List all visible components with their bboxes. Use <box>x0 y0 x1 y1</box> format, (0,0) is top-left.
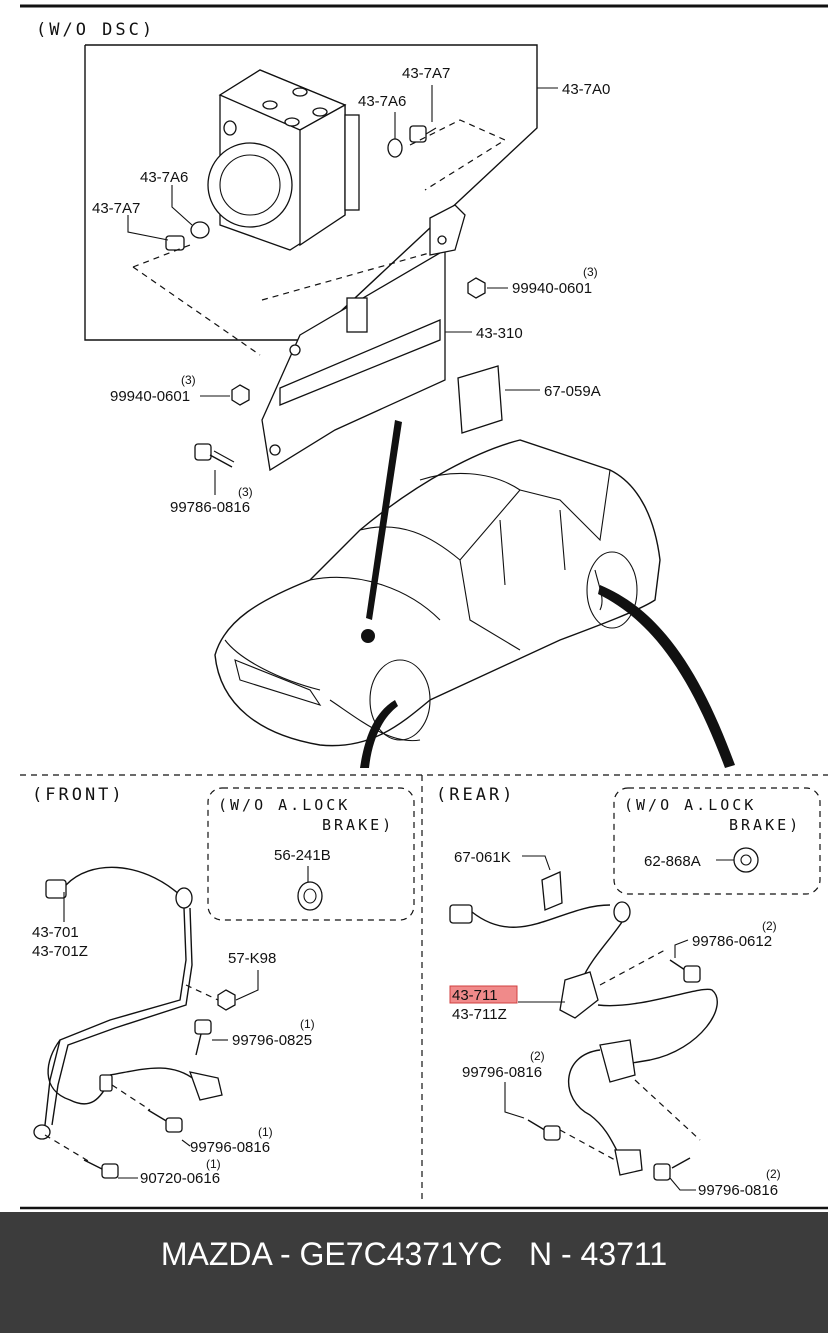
front-option-box <box>207 787 415 921</box>
bolt-99796-0816-rear-left <box>527 1119 561 1141</box>
pointer-to-hu <box>366 420 402 620</box>
front-title: (FRONT) <box>32 785 125 805</box>
qty-99940-0601-right: (3) <box>583 265 598 279</box>
nut-99940-0601-left <box>231 384 250 406</box>
front-abs-sensor-harness <box>33 866 223 1140</box>
nut-99940-0601-right <box>467 277 486 299</box>
footer-bar: MAZDA - GE7C4371YC N - 43711 <box>0 1212 828 1333</box>
bolt-90720-0616 <box>83 1159 119 1179</box>
rear-title: (REAR) <box>436 785 515 805</box>
car-illustration <box>214 439 661 747</box>
bolt-99796-0816-front <box>147 1109 183 1133</box>
bolt-99786-0612 <box>669 959 701 983</box>
parts-diagram: (W/O DSC) 43-7A0 43-7A6 43-7A7 43-7A6 43… <box>20 4 828 1210</box>
clip-56-241B <box>297 881 323 911</box>
label-43-7A7-left: 43-7A7 <box>92 200 140 217</box>
label-99796-0816-rear-right: 99796-0816 <box>698 1182 778 1199</box>
label-62-868A: 62-868A <box>644 853 701 870</box>
label-43-7A0: 43-7A0 <box>562 81 610 98</box>
grommet-62-868A <box>733 847 759 873</box>
rear-box-line2: BRAKE) <box>729 816 801 834</box>
label-57-K98: 57-K98 <box>228 950 276 967</box>
label-99786-0816: 99786-0816 <box>170 499 250 516</box>
footer-part-number: MAZDA - GE7C4371YC N - 43711 <box>160 1236 668 1272</box>
bolt-43-7A7-top <box>409 125 437 143</box>
qty-99796-0816-rear-left: (2) <box>530 1049 545 1063</box>
label-43-7A6-left: 43-7A6 <box>140 169 188 186</box>
pointer-to-rear <box>598 585 735 768</box>
label-43-711Z: 43-711Z <box>452 1006 507 1023</box>
qty-99786-0816: (3) <box>238 485 253 499</box>
label-67-059A: 67-059A <box>544 383 601 400</box>
front-box-line2: BRAKE) <box>322 816 394 834</box>
bushing-43-7A6-left <box>190 221 210 239</box>
tag-67-061K <box>541 871 563 911</box>
label-99940-0601-left: 99940-0601 <box>110 388 190 405</box>
bushing-43-7A6-top <box>387 138 403 158</box>
label-90720-0616: 90720-0616 <box>140 1170 220 1187</box>
label-43-711: 43-711 <box>452 987 498 1004</box>
label-43-701: 43-701 <box>32 924 79 941</box>
hu-assembly-frame <box>84 44 538 341</box>
label-43-701Z: 43-701Z <box>32 943 88 960</box>
label-43-7A7-top: 43-7A7 <box>402 65 450 82</box>
label-99940-0601-right: 99940-0601 <box>512 280 592 297</box>
qty-99940-0601-left: (3) <box>181 373 196 387</box>
rear-option-box <box>613 787 821 895</box>
label-99796-0816-front: 99796-0816 <box>190 1139 270 1156</box>
bolt-43-7A7-left <box>165 235 185 251</box>
label-43-310: 43-310 <box>476 325 523 342</box>
label-67-061K: 67-061K <box>454 849 511 866</box>
pad-67-059A <box>457 365 503 434</box>
pointer-to-front <box>360 700 398 768</box>
nut-57-K98 <box>217 989 236 1011</box>
bolt-99796-0825 <box>194 1019 212 1056</box>
label-56-241B: 56-241B <box>274 847 331 864</box>
qty-99786-0612: (2) <box>762 919 777 933</box>
rear-box-line1: (W/O A.LOCK <box>624 796 756 814</box>
qty-99796-0816-rear-right: (2) <box>766 1167 781 1181</box>
bolt-99786-0816 <box>194 443 235 468</box>
label-99786-0612: 99786-0612 <box>692 933 772 950</box>
label-99796-0825: 99796-0825 <box>232 1032 312 1049</box>
label-43-7A6-top: 43-7A6 <box>358 93 406 110</box>
hydraulic-unit <box>207 69 360 251</box>
bracket-43-310 <box>261 204 466 472</box>
qty-99796-0825: (1) <box>300 1017 315 1031</box>
label-99796-0816-rear-left: 99796-0816 <box>462 1064 542 1081</box>
highlight-43-711 <box>449 985 518 1004</box>
front-box-line1: (W/O A.LOCK <box>218 796 350 814</box>
wo-dsc-label: (W/O DSC) <box>36 20 155 40</box>
qty-90720-0616: (1) <box>206 1157 221 1171</box>
rear-abs-sensor-harness <box>449 901 718 1176</box>
bolt-99796-0816-rear-right <box>653 1157 691 1181</box>
qty-99796-0816-front: (1) <box>258 1125 273 1139</box>
